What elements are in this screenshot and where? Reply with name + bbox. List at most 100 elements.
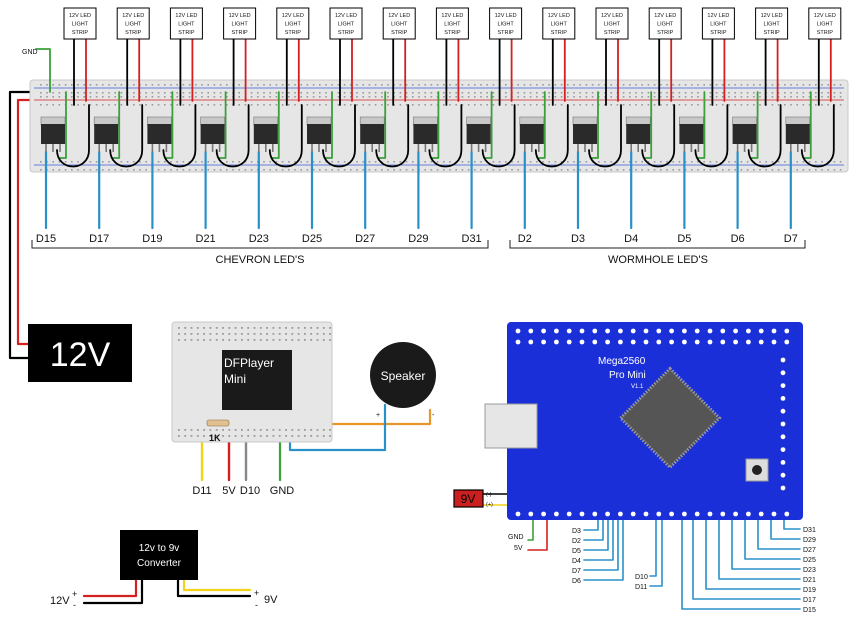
breadboard-hole — [517, 92, 519, 94]
small-breadboard-hole — [241, 429, 243, 431]
mega-left-pin-label: D2 — [572, 538, 581, 545]
mega-right-pin-label: D15 — [803, 607, 816, 614]
pin-label: D29 — [408, 233, 428, 245]
breadboard-hole — [288, 104, 290, 106]
jumper-black — [375, 104, 410, 168]
breadboard-hole — [808, 92, 811, 94]
breadboard-hole — [784, 84, 786, 86]
breadboard-hole — [219, 169, 222, 171]
breadboard-hole — [573, 84, 575, 86]
breadboard-hole — [40, 92, 42, 94]
mega-hole — [758, 511, 764, 517]
breadboard-hole — [802, 84, 805, 86]
breadboard-hole — [691, 92, 693, 94]
breadboard-hole — [201, 161, 203, 163]
breadboard-hole — [833, 161, 836, 163]
led-strip-label: STRIP — [285, 30, 302, 36]
breadboard-hole — [461, 92, 464, 94]
small-breadboard-hole — [234, 333, 237, 335]
breadboard-hole — [560, 104, 563, 106]
breadboard-hole — [157, 92, 160, 94]
breadboard-hole — [405, 161, 408, 163]
small-breadboard-hole — [209, 429, 212, 431]
breadboard-hole — [591, 92, 594, 94]
breadboard-hole — [697, 104, 699, 106]
small-breadboard-hole — [285, 429, 287, 431]
led-strip-box — [648, 7, 682, 40]
breadboard-hole — [715, 92, 718, 94]
mosfet-tab — [253, 116, 279, 126]
breadboard-hole — [777, 96, 780, 98]
mega-hole — [669, 511, 674, 517]
breadboard-hole — [554, 84, 557, 86]
breadboard-hole — [691, 84, 693, 86]
breadboard-hole — [467, 161, 470, 163]
converter-out-minus: - — [255, 600, 258, 610]
breadboard-hole — [120, 161, 123, 163]
mosfet — [785, 124, 810, 144]
breadboard-hole — [40, 169, 42, 171]
mega-d10-wire — [649, 504, 657, 577]
breadboard-hole — [486, 169, 488, 171]
pin-label: D23 — [249, 233, 269, 245]
breadboard-hole — [697, 84, 699, 86]
breadboard-hole — [331, 169, 333, 171]
breadboard-hole — [226, 96, 228, 98]
breadboard-hole — [480, 169, 482, 171]
breadboard-hole — [808, 161, 811, 163]
mega-hole — [618, 339, 623, 345]
breadboard-hole — [257, 84, 259, 86]
mega-hole — [784, 339, 790, 345]
breadboard-hole — [58, 104, 61, 106]
pin-label: D17 — [89, 233, 109, 245]
breadboard-hole — [157, 104, 160, 106]
jumper-green — [537, 91, 546, 159]
breadboard-hole — [176, 84, 178, 86]
breadboard-hole — [505, 161, 507, 163]
breadboard-hole — [560, 92, 563, 94]
mega-hole — [733, 511, 738, 517]
mosfet-leg — [325, 144, 327, 152]
breadboard-hole — [436, 84, 439, 86]
led-strip-box — [755, 7, 789, 40]
small-breadboard-hole — [329, 435, 331, 437]
mega-left-wire — [583, 504, 614, 561]
breadboard-hole — [678, 84, 681, 86]
led-strip-label: STRIP — [551, 30, 568, 36]
breadboard-hole — [777, 169, 780, 171]
breadboard-hole — [325, 92, 327, 94]
breadboard-hole — [306, 84, 309, 86]
mosfet — [360, 124, 385, 144]
breadboard-hole — [374, 104, 377, 106]
breadboard-hole — [393, 92, 395, 94]
breadboard-hole — [213, 169, 216, 171]
breadboard-hole — [839, 104, 842, 106]
breadboard-hole — [591, 84, 594, 86]
mosfet-leg — [790, 144, 792, 152]
small-breadboard-hole — [291, 429, 294, 431]
breadboard-hole — [536, 92, 538, 94]
breadboard-hole — [709, 92, 712, 94]
breadboard-hole — [64, 84, 67, 86]
breadboard-hole — [635, 92, 637, 94]
breadboard-hole — [362, 161, 364, 163]
breadboard-hole — [560, 169, 563, 171]
small-breadboard-hole — [178, 339, 180, 341]
breadboard-hole — [399, 92, 402, 94]
breadboard-hole — [529, 92, 532, 94]
breadboard-hole — [449, 169, 451, 171]
mega-right-pin-label: D21 — [803, 577, 816, 584]
dfplayer-pin-label: 5V — [222, 485, 236, 497]
breadboard-hole — [660, 96, 662, 98]
breadboard-hole — [424, 104, 426, 106]
breadboard-hole — [777, 161, 780, 163]
breadboard-hole — [604, 104, 606, 106]
mosfet-tab — [572, 116, 598, 126]
led-strip-label: 12V LED — [282, 13, 304, 19]
breadboard-hole — [83, 169, 85, 171]
breadboard-hole — [312, 92, 315, 94]
mega-pin-labels: GND5VD3D2D5D4D7D6D10D11D31D29D27D25D23D2… — [508, 527, 816, 614]
breadboard-hole — [362, 84, 364, 86]
breadboard-hole — [567, 169, 569, 171]
breadboard-hole — [715, 84, 718, 86]
